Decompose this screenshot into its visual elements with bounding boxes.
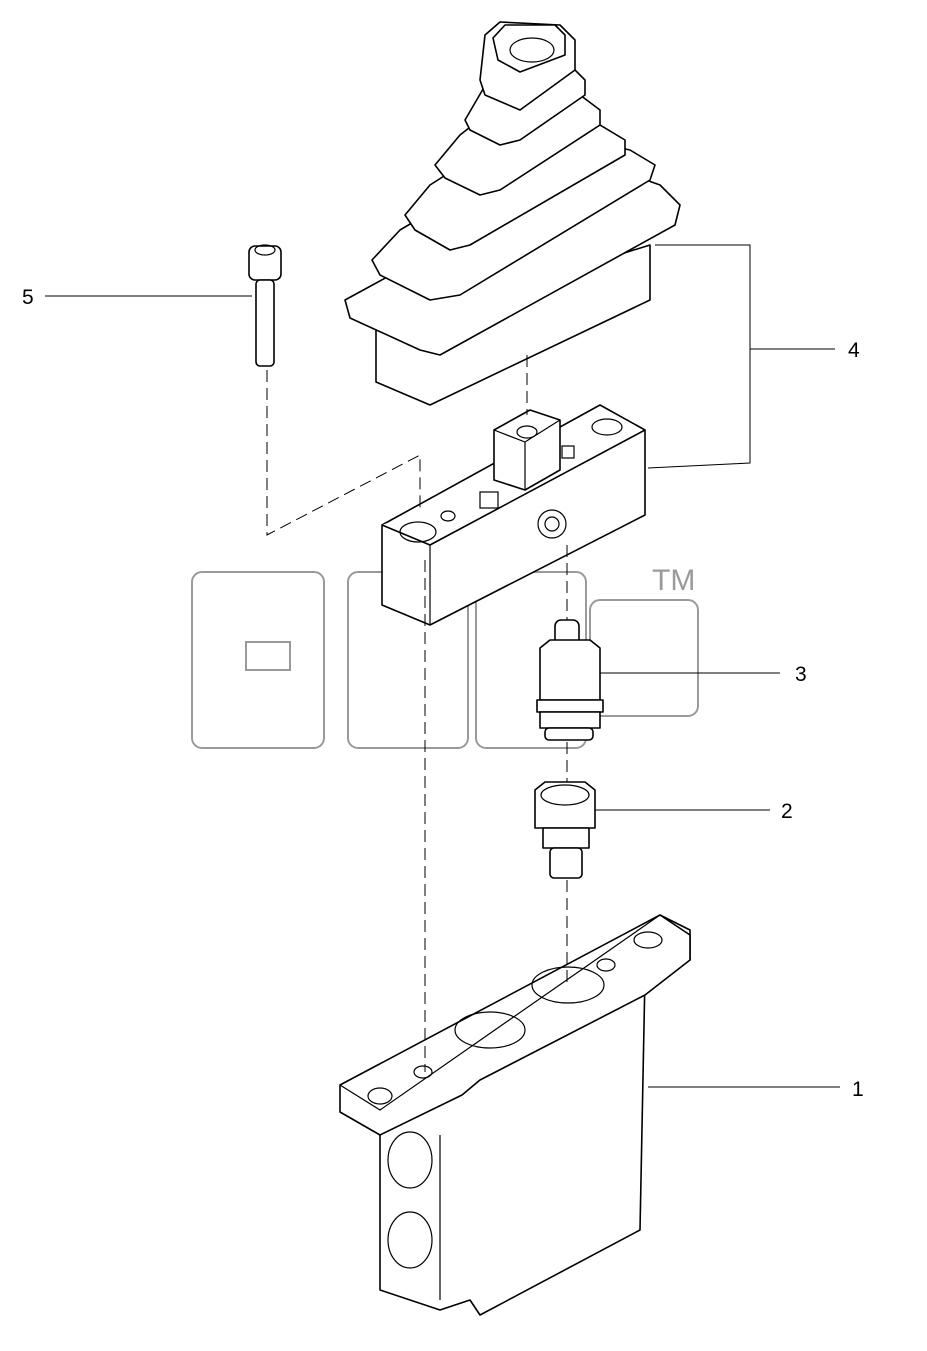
callout-3: 3: [795, 663, 807, 686]
alignment-lines: [266, 355, 568, 1072]
cap-screw: [248, 244, 282, 367]
handle-block: [381, 404, 646, 626]
leader-lines: [45, 244, 840, 1088]
rubber-boot: [344, 21, 681, 406]
watermark-trademark: TM: [652, 564, 695, 597]
hex-plug: [534, 781, 596, 879]
pilot-valve: [536, 619, 604, 741]
callout-1: 1: [852, 1078, 864, 1101]
callout-4: 4: [848, 339, 860, 362]
valve-body: [339, 914, 691, 1316]
callout-2: 2: [781, 800, 793, 823]
callout-5: 5: [22, 286, 34, 309]
